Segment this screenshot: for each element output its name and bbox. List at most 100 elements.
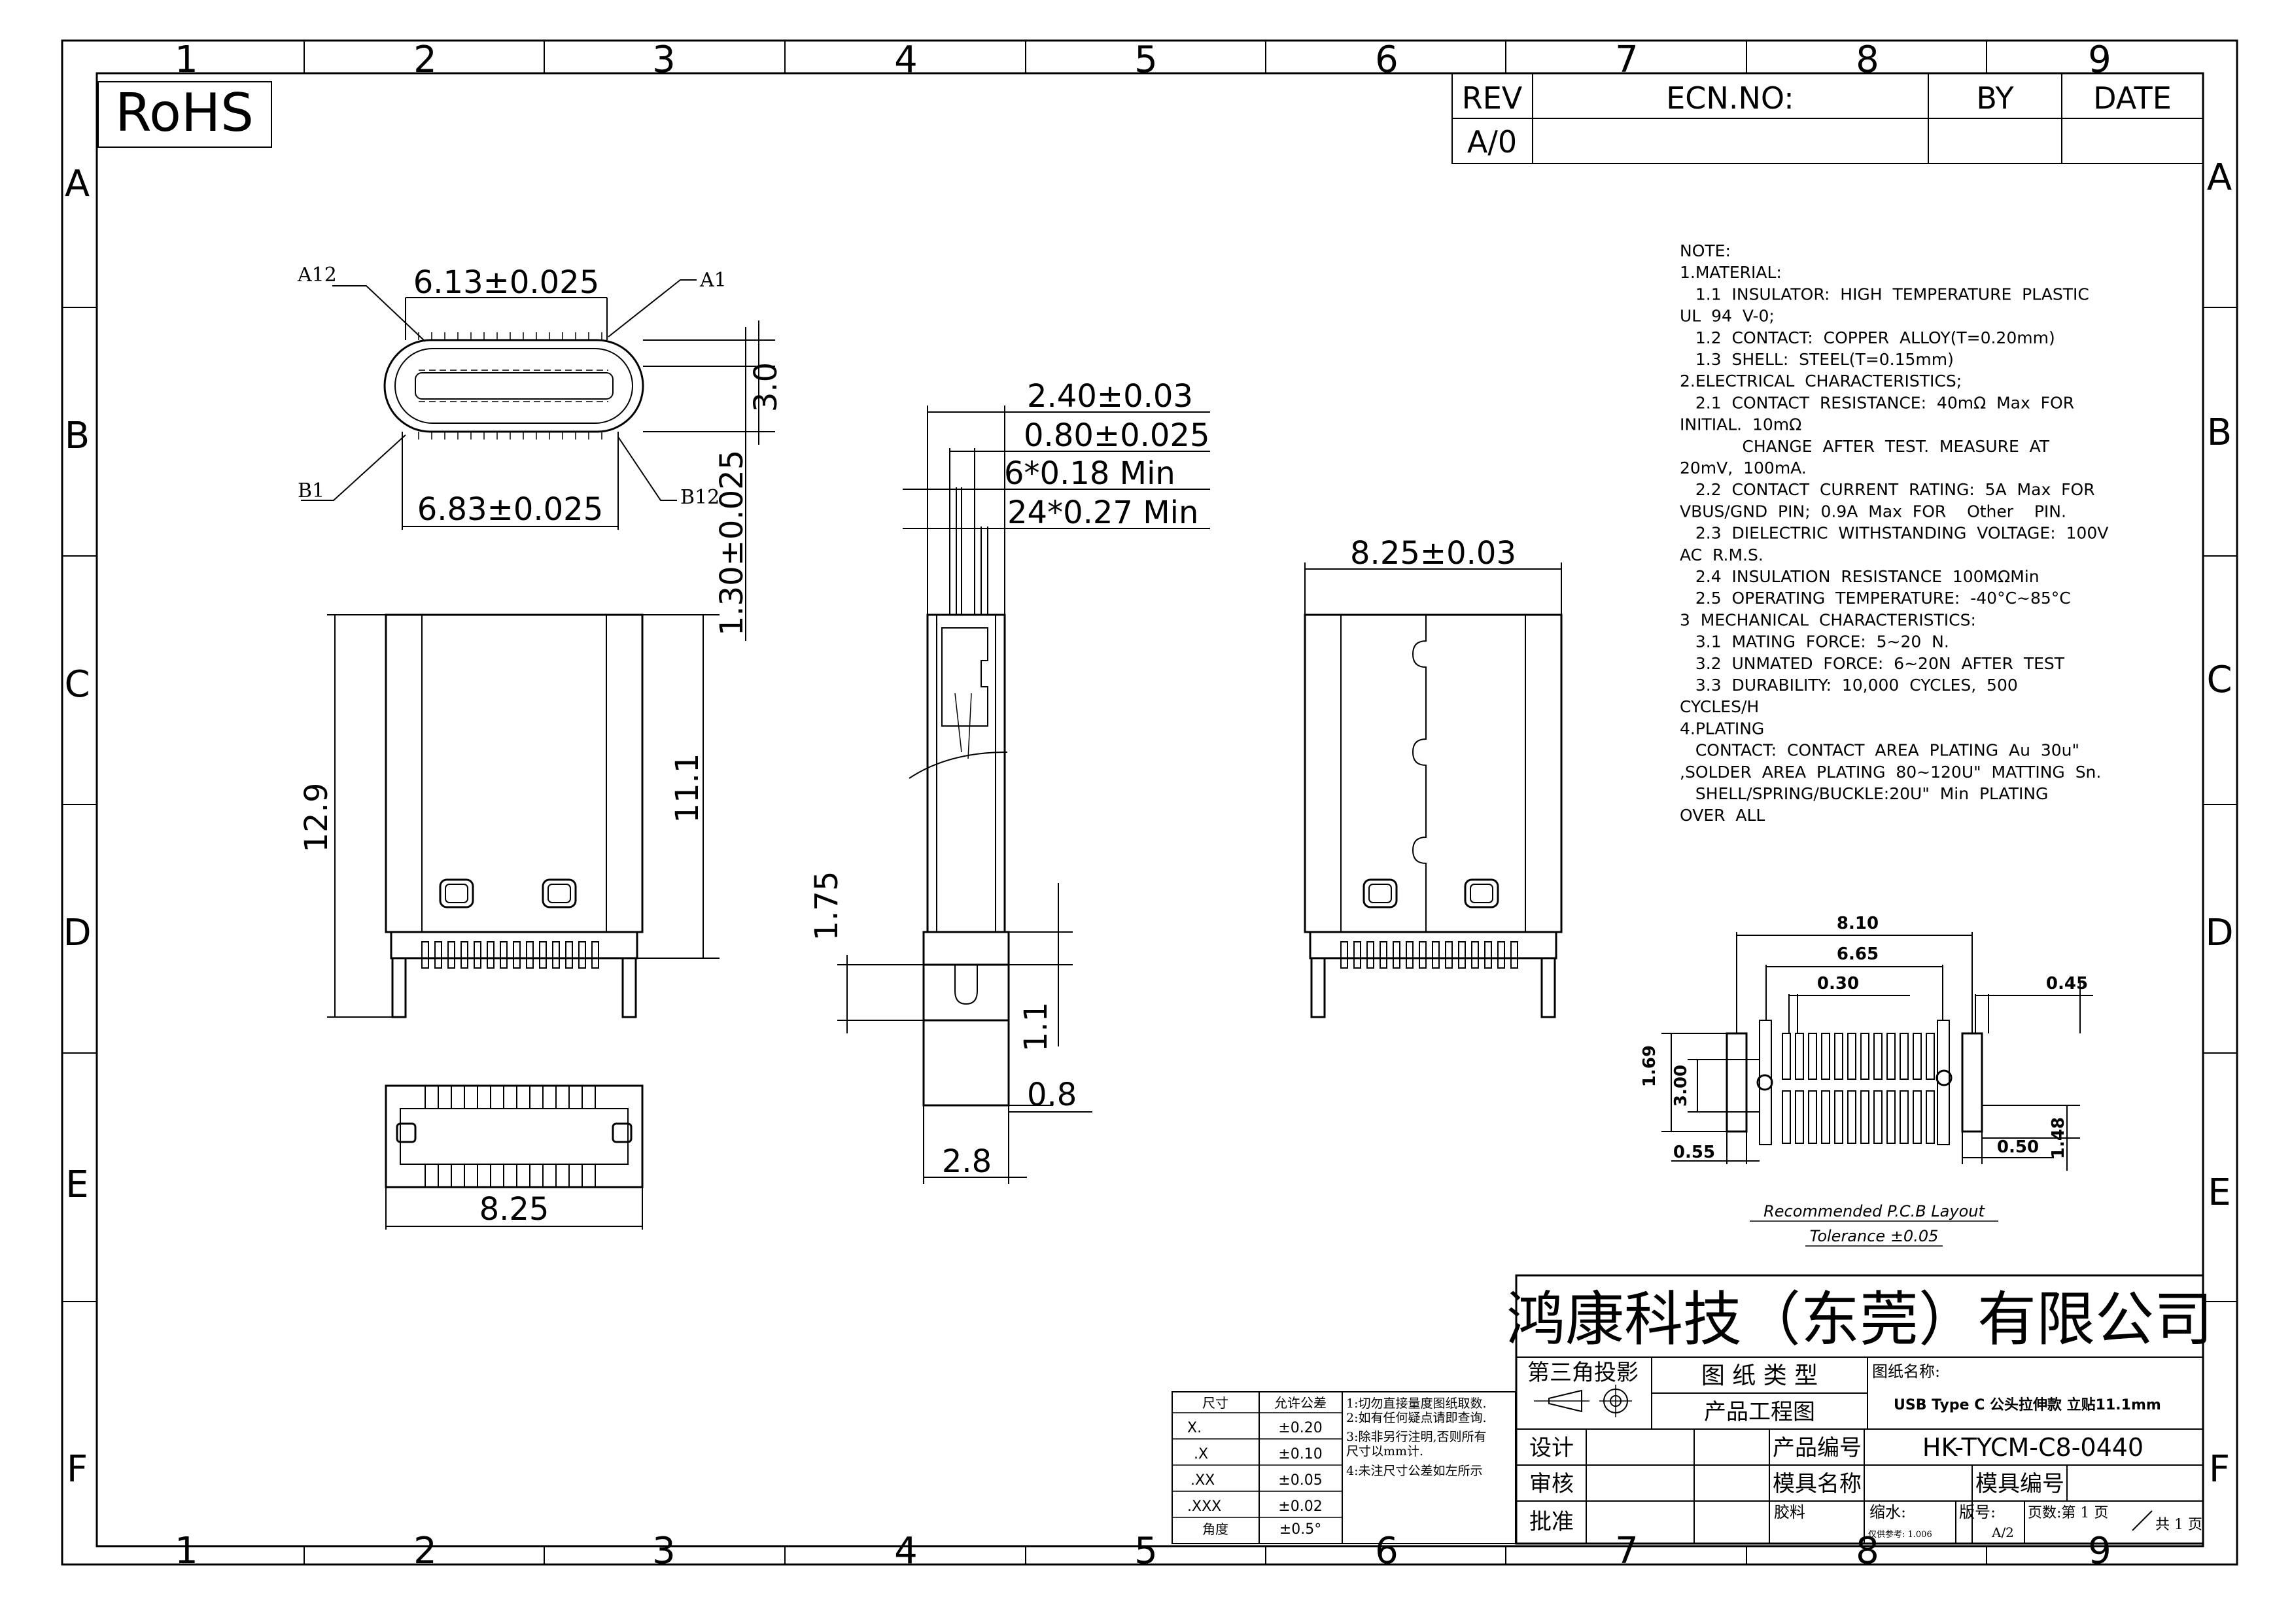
- product-no-value: HK-TYCM-C8-0440: [1922, 1433, 2144, 1462]
- zone-col-8-bottom: 8: [1856, 1530, 1879, 1572]
- top-view: 6.13±0.025 6.83±0.025 3.0 1.30±0.025 A12…: [297, 264, 784, 641]
- pcb-dim-045: 0.45: [2046, 974, 2088, 993]
- pcb-pad: [1795, 1090, 1804, 1144]
- zone-col-3: 3: [652, 39, 676, 81]
- scale-note: 仅供参考: 1.006: [1868, 1529, 1932, 1540]
- label-b12: B12: [680, 486, 720, 509]
- pcb-layout: 8.10 6.65 0.30 0.45 1.69 3.00 0.55 0.50 …: [1640, 914, 2093, 1247]
- tol-row-1-tol: ±0.20: [1278, 1420, 1322, 1436]
- side-view: 2.40±0.03 0.80±0.025 6*0.18 Min 24*0.27 …: [808, 378, 1210, 1184]
- zone-col-2-bottom: 2: [413, 1530, 437, 1572]
- pcb-pad: [1847, 1033, 1856, 1080]
- pcb-pad: [1808, 1033, 1817, 1080]
- design-label: 设计: [1529, 1435, 1574, 1461]
- pcb-dim-148: 1.48: [2049, 1117, 2068, 1159]
- dim-6x018: 6*0.18 Min: [1004, 455, 1175, 492]
- label-a1: A1: [699, 269, 727, 292]
- zone-row-c-right: C: [2206, 659, 2232, 701]
- zone-col-3-bottom: 3: [652, 1530, 676, 1572]
- mold-name-label: 模具名称: [1773, 1471, 1862, 1497]
- zone-col-5-bottom: 5: [1134, 1530, 1158, 1572]
- zone-col-1-bottom: 1: [175, 1530, 198, 1572]
- pcb-pad: [1847, 1090, 1856, 1144]
- note-line: NOTE:: [1680, 241, 1731, 260]
- zone-col-4: 4: [894, 39, 918, 81]
- zone-row-a: A: [65, 163, 90, 205]
- zone-col-6-bottom: 6: [1375, 1530, 1398, 1572]
- dim-height-3: 3.0: [748, 362, 784, 412]
- tol-note-3: 3:除非另行注明,否则所有: [1346, 1430, 1487, 1444]
- note-line: SHELL/SPRING/BUCKLE:20U" Min PLATING: [1680, 784, 2048, 803]
- pcb-pad: [1886, 1033, 1896, 1080]
- zone-col-2: 2: [413, 39, 437, 81]
- zone-row-b: B: [65, 415, 90, 457]
- dim-08: 0.8: [1027, 1077, 1077, 1113]
- tol-row-5-tol: ±0.5°: [1279, 1521, 1321, 1538]
- pcb-caption: Recommended P.C.B Layout: [1763, 1202, 1985, 1220]
- label-b1: B1: [298, 479, 324, 502]
- title-block: 鸿康科技（东莞）有限公司 第三角投影 图 纸 类 型 产品工程图 图纸名称: U…: [1506, 1274, 2213, 1545]
- pcb-pad: [1821, 1090, 1830, 1144]
- zone-col-8: 8: [1856, 39, 1879, 81]
- note-line: 3.3 DURABILITY: 10,000 CYCLES, 500: [1680, 676, 2018, 695]
- pcb-dim-050: 0.50: [1997, 1137, 2039, 1157]
- dim-11: 1.1: [1018, 1002, 1054, 1052]
- pcb-tolerance: Tolerance ±0.05: [1810, 1227, 1939, 1245]
- total-pages: 共 1 页: [2155, 1517, 2202, 1533]
- page-label: 页数:第 1 页: [2028, 1505, 2108, 1521]
- tol-row-1-size: X.: [1187, 1420, 1202, 1436]
- zone-row-f-right: F: [2209, 1448, 2230, 1491]
- dim-bottom-width: 6.83±0.025: [417, 491, 604, 528]
- dim-24x027: 24*0.27 Min: [1007, 494, 1198, 531]
- note-line: ,SOLDER AREA PLATING 80~120U" MATTING Sn…: [1680, 763, 2101, 782]
- tol-note-1: 1:切勿直接量度图纸取数.: [1346, 1396, 1487, 1411]
- note-line: 3 MECHANICAL CHARACTERISTICS:: [1680, 610, 1976, 629]
- rev-value: A/0: [1467, 124, 1517, 160]
- note-line: 4.PLATING: [1680, 719, 1764, 738]
- pcb-pad: [1782, 1090, 1791, 1144]
- zone-row-e: E: [65, 1164, 88, 1206]
- product-no-label: 产品编号: [1773, 1435, 1862, 1461]
- zone-row-c: C: [64, 663, 90, 706]
- tolerance-table: 尺寸 允许公差 X. ±0.20 .X ±0.10 .XX ±0.05 .XXX…: [1172, 1391, 1516, 1544]
- dim-height-129: 12.9: [298, 783, 335, 853]
- note-line: 1.MATERIAL:: [1680, 263, 1782, 282]
- note-line: CYCLES/H: [1680, 697, 1759, 716]
- pcb-pad: [1926, 1090, 1935, 1144]
- pcb-pad: [1913, 1033, 1922, 1080]
- dim-height-111: 11.1: [669, 753, 706, 823]
- mold-no-label: 模具编号: [1975, 1471, 2064, 1497]
- approve-label: 批准: [1529, 1509, 1574, 1535]
- pcb-dim-030: 0.30: [1817, 974, 1859, 993]
- note-line: 1.2 CONTACT: COPPER ALLOY(T=0.20mm): [1680, 328, 2055, 347]
- bottom-view: 8.25: [385, 1084, 644, 1230]
- pcb-pad: [1808, 1090, 1817, 1144]
- zone-col-9: 9: [2088, 39, 2111, 81]
- rear-view: 8.25±0.03: [1304, 535, 1563, 1018]
- pcb-pad: [1860, 1033, 1869, 1080]
- zone-col-6: 6: [1375, 39, 1398, 81]
- drawing-frame: 1 2 3 4 5 6 7 8 9 1 2 3 4 5 6 7 8 9 A B …: [61, 39, 2238, 1572]
- zone-row-e-right: E: [2208, 1171, 2231, 1214]
- pcb-pad: [1834, 1090, 1843, 1144]
- tol-note-5: 4:未注尺寸公差如左所示: [1346, 1464, 1483, 1478]
- projection-label: 第三角投影: [1527, 1360, 1639, 1386]
- pcb-pad: [1886, 1090, 1896, 1144]
- drawing-type-value: 产品工程图: [1704, 1399, 1815, 1425]
- zone-row-d-right: D: [2205, 912, 2233, 954]
- pcb-pad: [1860, 1090, 1869, 1144]
- glue-label: 胶料: [1774, 1503, 1805, 1521]
- pcb-pad: [1873, 1033, 1883, 1080]
- drawing-type-label: 图 纸 类 型: [1701, 1362, 1818, 1389]
- drawing-name-label: 图纸名称:: [1872, 1362, 1940, 1381]
- dim-bottom-825: 8.25: [479, 1191, 549, 1228]
- tol-row-3-size: .XX: [1190, 1472, 1215, 1489]
- zone-row-f: F: [67, 1448, 88, 1491]
- date-header: DATE: [2093, 80, 2172, 116]
- dim-175: 1.75: [808, 871, 845, 941]
- version-value: A/2: [1991, 1525, 2014, 1540]
- dim-825-rear: 8.25±0.03: [1350, 535, 1516, 572]
- front-view: 12.9 11.1: [298, 613, 720, 1018]
- tol-note-4: 尺寸以mm计.: [1346, 1444, 1423, 1459]
- scale-label: 缩水:: [1869, 1503, 1906, 1521]
